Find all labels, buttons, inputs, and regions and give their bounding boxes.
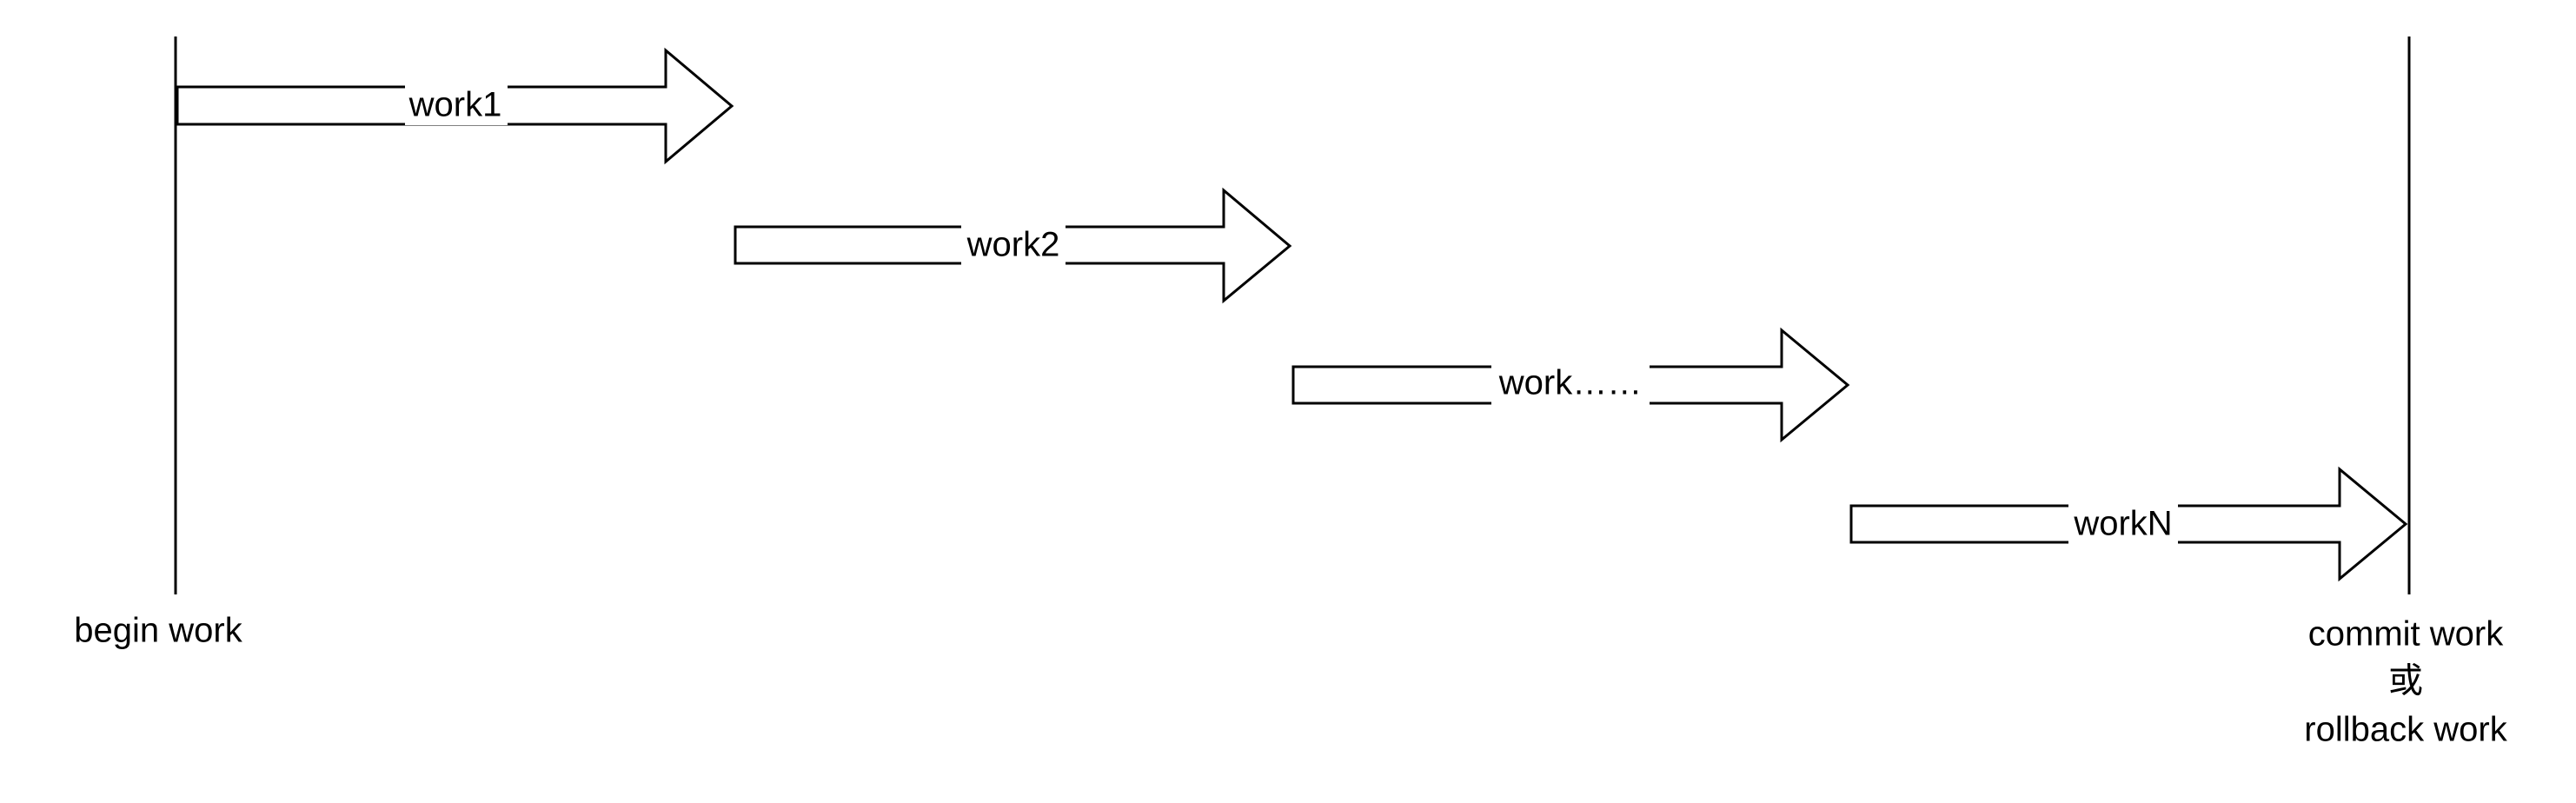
step-label-3: work…… [1498, 364, 1642, 402]
begin-label: begin work [74, 612, 242, 650]
step-arrow-2: work2 [734, 187, 1292, 304]
step-arrow-1: work1 [176, 47, 734, 165]
step-label-2: work2 [966, 226, 1060, 264]
step-label-4: workN [2073, 505, 2172, 543]
end-label-line-3: rollback work [2304, 711, 2507, 749]
step-label-1: work1 [408, 86, 502, 124]
step-arrow-4: workN [1849, 466, 2408, 582]
step-arrow-3: work…… [1291, 327, 1850, 443]
end-label-line-2: 或 [2388, 662, 2423, 700]
end-label-line-1: commit work [2308, 615, 2504, 654]
